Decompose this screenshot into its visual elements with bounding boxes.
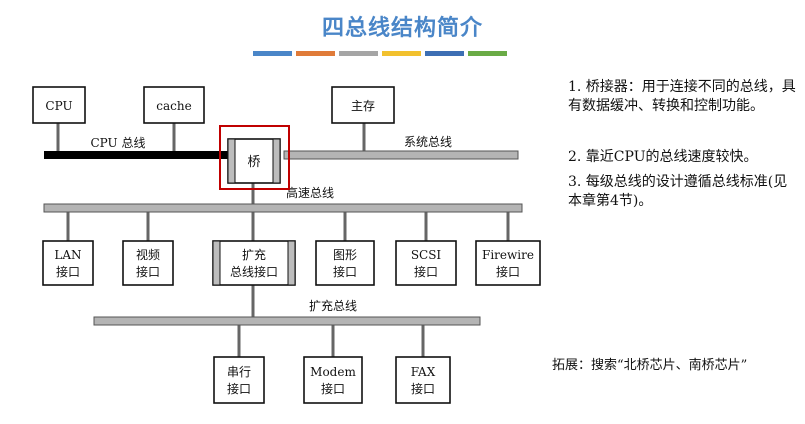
video-label-line2: 接口 bbox=[136, 264, 160, 279]
scsi-label-line2: 接口 bbox=[414, 264, 438, 279]
graphics-box bbox=[315, 240, 375, 286]
expansion-interface-label-line1: 扩充 bbox=[242, 247, 266, 262]
extension-note: 拓展：搜索“北桥芯片、南桥芯片” bbox=[552, 358, 748, 373]
expansion-interface-left-bar bbox=[212, 240, 221, 286]
graphics-label-line1: 图形 bbox=[333, 248, 357, 262]
main-memory-label: 主存 bbox=[351, 99, 375, 113]
note-standard: 3. 每级总线的设计遵循总线标准(见本章第4节)。 bbox=[568, 174, 788, 209]
high-speed-bus-label: 高速总线 bbox=[286, 185, 334, 200]
lan-box bbox=[42, 240, 94, 286]
note-speed: 2. 靠近CPU的总线速度较快。 bbox=[568, 149, 758, 165]
firewire-box bbox=[475, 240, 541, 286]
fax-label-line1: FAX bbox=[411, 365, 436, 379]
bus-structure-diagram: CPU 总线 系统总线 高速总线 扩充总线 CPU cache 主存 桥 LAN… bbox=[8, 73, 556, 409]
scsi-label-line1: SCSI bbox=[411, 248, 442, 262]
bridge-left-bar bbox=[227, 138, 236, 184]
color-bar bbox=[296, 51, 335, 56]
cpu-bus bbox=[44, 151, 230, 159]
modem-box bbox=[303, 356, 363, 404]
expansion-interface-label-line2: 总线接口 bbox=[230, 264, 278, 279]
expansion-bus bbox=[93, 316, 481, 326]
system-bus bbox=[283, 150, 519, 160]
color-bar bbox=[382, 51, 421, 56]
main-memory-box bbox=[331, 86, 395, 124]
graphics-label-line2: 接口 bbox=[333, 264, 357, 279]
diagram-svg: CPU 总线 系统总线 高速总线 扩充总线 CPU cache 主存 桥 LAN… bbox=[32, 86, 541, 404]
color-bar bbox=[253, 51, 292, 56]
serial-box bbox=[213, 356, 265, 404]
expansion-interface-right-bar bbox=[287, 240, 296, 286]
note-bridge: 1. 桥接器：用于连接不同的总线，具有数据缓冲、转换和控制功能。 bbox=[568, 79, 796, 114]
firewire-label-line1: Firewire bbox=[482, 248, 534, 262]
cpu-box bbox=[32, 86, 86, 124]
fax-label-line2: 接口 bbox=[411, 381, 435, 396]
serial-label-line2: 接口 bbox=[227, 381, 251, 396]
high-speed-bus bbox=[43, 203, 523, 213]
slide-title: 四总线结构简介 bbox=[321, 16, 483, 41]
cpu-bus-label: CPU 总线 bbox=[91, 136, 146, 150]
lan-label-line2: 接口 bbox=[56, 264, 80, 279]
bridge-highlight bbox=[219, 125, 290, 190]
video-box bbox=[122, 240, 174, 286]
system-bus-label: 系统总线 bbox=[404, 135, 452, 149]
color-bar bbox=[425, 51, 464, 56]
modem-label-line1: Modem bbox=[310, 365, 356, 379]
serial-label-line1: 串行 bbox=[227, 365, 251, 379]
bridge-right-bar bbox=[272, 138, 281, 184]
modem-label-line2: 接口 bbox=[321, 381, 345, 396]
video-label-line1: 视频 bbox=[136, 247, 160, 262]
color-bar bbox=[468, 51, 507, 56]
firewire-label-line2: 接口 bbox=[496, 264, 520, 279]
bridge-label: 桥 bbox=[247, 155, 260, 170]
fax-box bbox=[395, 356, 451, 404]
scsi-box bbox=[395, 240, 457, 286]
lan-label-line1: LAN bbox=[54, 248, 81, 262]
cache-box bbox=[143, 86, 205, 124]
title-color-bars bbox=[253, 51, 507, 56]
color-bar bbox=[339, 51, 378, 56]
expansion-bus-label: 扩充总线 bbox=[309, 298, 357, 313]
cpu-label: CPU bbox=[45, 99, 72, 113]
cache-label: cache bbox=[156, 99, 191, 113]
